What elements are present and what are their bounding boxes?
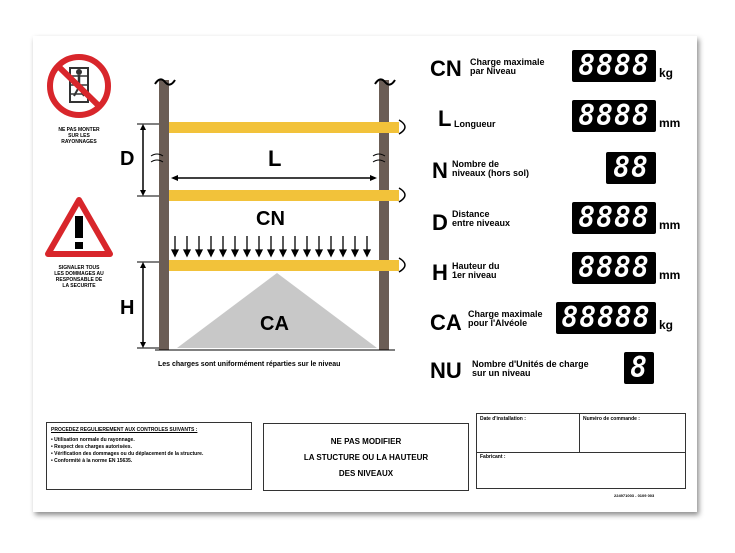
spec-row-nu: NU Nombre d'Unités de charge sur un nive…: [430, 352, 695, 388]
spec-display: 88888: [556, 302, 656, 334]
spec-label: Distance entre niveaux: [452, 209, 511, 228]
spec-code: D: [432, 210, 448, 235]
installation-info-box: Date d'installation : Numéro de commande…: [476, 413, 686, 489]
controls-item: • Vérification des dommages ou du déplac…: [51, 451, 204, 457]
spec-display: 8888: [572, 252, 656, 284]
spec-unit: kg: [659, 66, 674, 80]
spec-label: Nombre de niveaux (hors sol): [452, 159, 530, 178]
spec-code: NU: [430, 358, 462, 383]
beam-top: [169, 122, 399, 133]
spec-row-ca: CA Charge maximale pour l'Alvéole 88888 …: [430, 302, 695, 338]
load-arrows: [170, 236, 372, 258]
controls-box: PROCEDEZ REGULIEREMENT AUX CONTROLES SUI…: [46, 422, 252, 490]
spec-code: L: [438, 106, 452, 131]
label-d: D: [120, 148, 135, 170]
upright-break-right: [374, 78, 396, 86]
spec-label: Hauteur du 1er niveau: [452, 261, 500, 280]
label-h: H: [120, 297, 135, 319]
spec-row-cn: CN Charge maximale par Niveau 8888 kg: [430, 50, 695, 86]
spec-display: 8888: [572, 202, 656, 234]
controls-title: PROCEDEZ REGULIEREMENT AUX CONTROLES SUI…: [51, 427, 198, 433]
controls-item: • Conformité à la norme EN 15635.: [51, 458, 133, 464]
spec-unit: kg: [659, 318, 674, 332]
spec-code: CA: [430, 310, 462, 335]
rack-diagram: [137, 78, 406, 351]
no-climb-icon: [47, 54, 111, 118]
spec-label: Longueur: [454, 119, 496, 129]
spec-code: N: [432, 158, 448, 183]
spec-row-n: N Nombre de niveaux (hors sol) 88: [430, 152, 695, 188]
warning-text: SIGNALER TOUS LES DOMMAGES AU RESPONSABL…: [54, 265, 104, 289]
label-ca: CA: [260, 313, 289, 335]
notice-line: DES NIVEAUX: [338, 469, 394, 478]
notice-line: LA STUCTURE OU LA HAUTEUR: [303, 453, 429, 462]
beam-middle: [169, 190, 399, 201]
install-date-label: Date d'installation :: [480, 416, 526, 422]
spec-display: 8: [624, 352, 654, 384]
spec-code: CN: [430, 56, 462, 81]
spec-label: Charge maximale pour l'Alvéole: [468, 309, 543, 328]
spec-row-l: L Longueur 8888 mm: [430, 100, 695, 136]
warning-triangle-icon: [45, 197, 113, 257]
spec-unit: mm: [659, 116, 681, 130]
no-modify-notice: NE PAS MODIFIER LA STUCTURE OU LA HAUTEU…: [263, 423, 469, 491]
label-cn: CN: [256, 208, 285, 230]
reference-code: 224971003 - 0109 003: [614, 493, 655, 498]
alveole-load-triangle: [177, 273, 377, 348]
controls-item: • Utilisation normale du rayonnage.: [51, 437, 135, 443]
no-climb-sign: NE PAS MONTER SUR LES RAYONNAGES: [44, 54, 114, 154]
spec-display: 8888: [572, 100, 656, 132]
spec-display: 88: [606, 152, 656, 184]
notice-line: NE PAS MODIFIER: [330, 437, 402, 446]
label-l: L: [268, 146, 282, 171]
spec-display: 8888: [572, 50, 656, 82]
diagram-caption: Les charges sont uniformément réparties …: [158, 361, 341, 368]
spec-label: Charge maximale par Niveau: [470, 57, 545, 76]
spec-unit: mm: [659, 268, 681, 282]
no-climb-text: NE PAS MONTER SUR LES RAYONNAGES: [58, 127, 100, 145]
warning-sign: SIGNALER TOUS LES DOMMAGES AU RESPONSABL…: [44, 196, 114, 306]
spec-label: Nombre d'Unités de charge sur un niveau: [472, 359, 589, 378]
beam-bottom: [169, 260, 399, 271]
right-upright: [379, 80, 389, 350]
spec-row-h: H Hauteur du 1er niveau 8888 mm: [430, 252, 695, 288]
maker-label: Fabricant :: [480, 454, 506, 460]
upright-break-left: [154, 78, 176, 86]
controls-item: • Respect des charges autorisées.: [51, 444, 132, 450]
order-number-label: Numéro de commande :: [583, 416, 640, 422]
left-upright: [159, 80, 169, 350]
spec-unit: mm: [659, 218, 681, 232]
spec-row-d: D Distance entre niveaux 8888 mm: [430, 202, 695, 238]
spec-code: H: [432, 260, 448, 285]
